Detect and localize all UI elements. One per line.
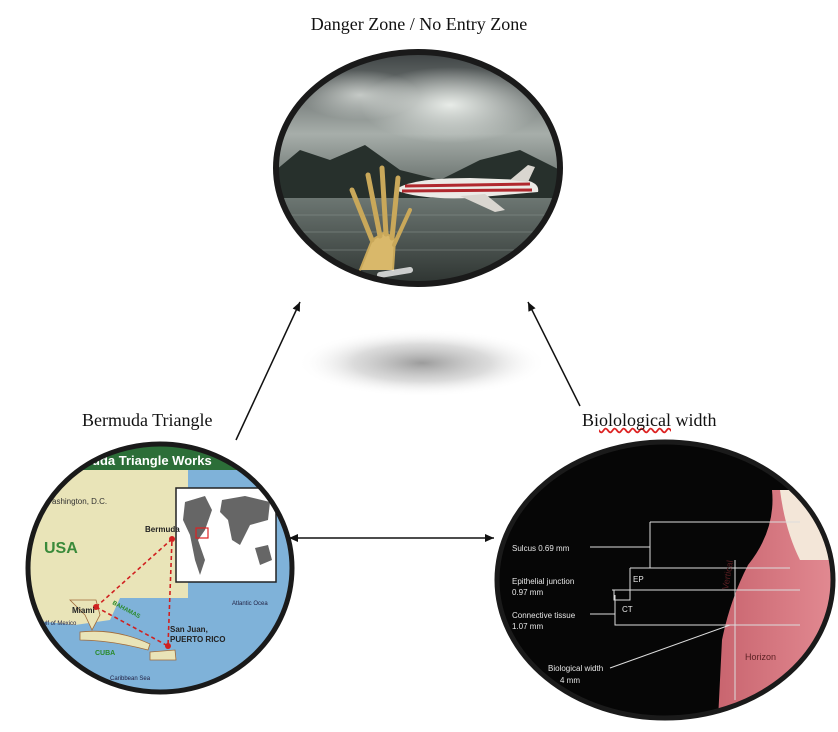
atlantic-label: Atlantic Ocea xyxy=(232,601,268,607)
sulcus-label: Sulcus 0.69 mm xyxy=(512,544,570,553)
right-circle-border xyxy=(494,439,836,721)
bio-width-figure-label-2: 4 mm xyxy=(560,676,580,685)
arrow-bio-to-danger xyxy=(527,301,581,407)
danger-zone-image xyxy=(276,52,560,284)
cuba-label: CUBA xyxy=(95,650,115,657)
horizontal-label: Horizon xyxy=(745,652,776,662)
ep-box-label: EP xyxy=(633,575,644,584)
ct-box-label: CT xyxy=(622,605,633,614)
gulf-label: Gulf of Mexico xyxy=(38,621,77,627)
connective-label-2: 1.07 mm xyxy=(512,622,543,631)
bermuda-triangle-label: Bermuda Triangle xyxy=(82,410,213,430)
left-circle-border xyxy=(25,441,295,695)
arrow-bermuda-to-danger xyxy=(235,301,301,441)
connective-label-1: Connective tissue xyxy=(512,611,576,620)
top-circle-border xyxy=(273,49,563,287)
miami-label: Miami xyxy=(72,606,95,615)
skeleton-hand-icon xyxy=(349,165,413,278)
epithelial-label-1: Epithelial junction xyxy=(512,577,574,586)
shadow-ellipse xyxy=(297,329,547,397)
sanjuan-label-2: PUERTO RICO xyxy=(170,635,225,644)
epithelial-label-2: 0.97 mm xyxy=(512,588,543,597)
biological-width-label: Biolological width xyxy=(582,410,717,431)
airplane-icon xyxy=(395,165,539,212)
washington-label: ashington, D.C. xyxy=(52,497,107,506)
bio-label-prefix: Bi xyxy=(582,410,600,430)
bio-label-misspelled: olological xyxy=(599,410,671,430)
caribbean-label: Caribbean Sea xyxy=(110,676,151,682)
bio-width-figure-label-1: Biological width xyxy=(548,664,603,673)
danger-zone-title: Danger Zone / No Entry Zone xyxy=(310,14,528,34)
usa-label: USA xyxy=(44,540,78,557)
bio-label-suffix: width xyxy=(671,410,717,430)
map-header: uda Triangle Works xyxy=(92,453,212,468)
sanjuan-label-1: San Juan, xyxy=(170,625,208,634)
bermuda-label: Bermuda xyxy=(145,525,180,534)
